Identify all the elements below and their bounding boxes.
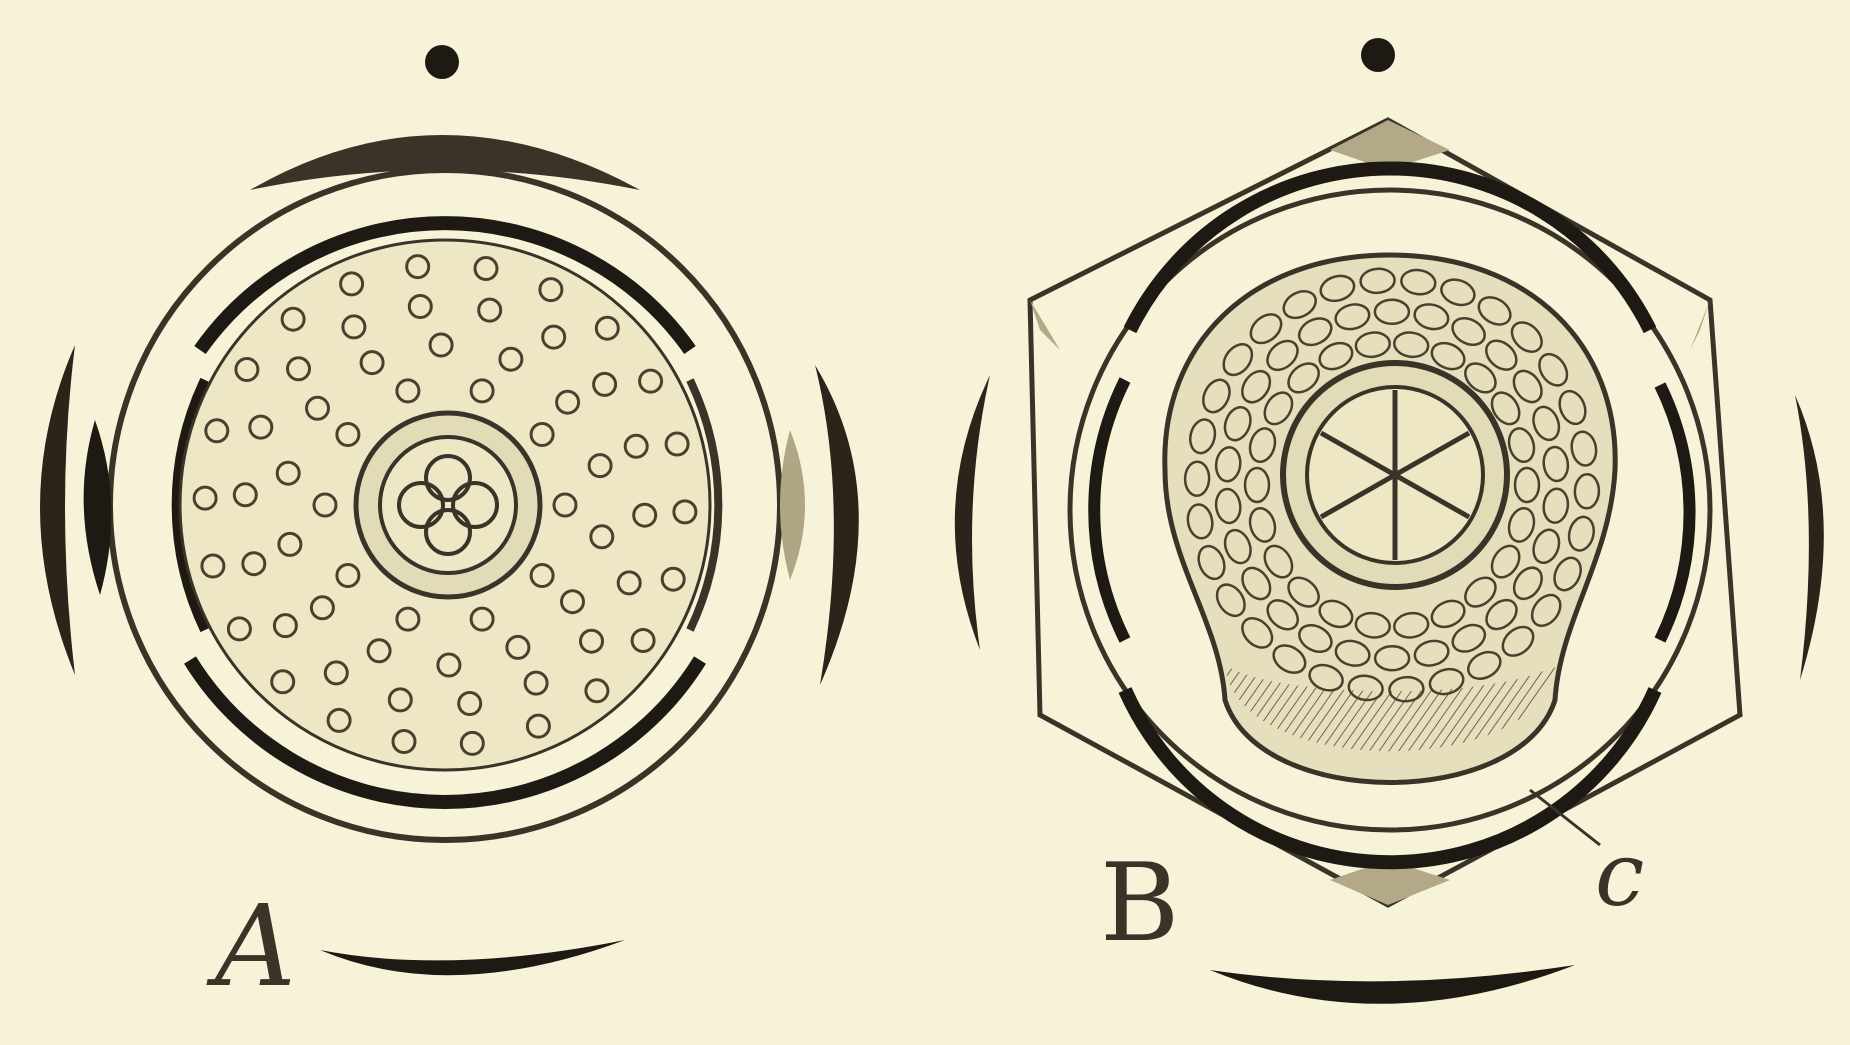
axis-dot-b xyxy=(1361,38,1395,72)
axis-dot-a xyxy=(425,45,459,79)
label-c: c xyxy=(1595,823,1644,926)
label-b: B xyxy=(1100,841,1179,966)
label-a: A xyxy=(206,882,296,1012)
